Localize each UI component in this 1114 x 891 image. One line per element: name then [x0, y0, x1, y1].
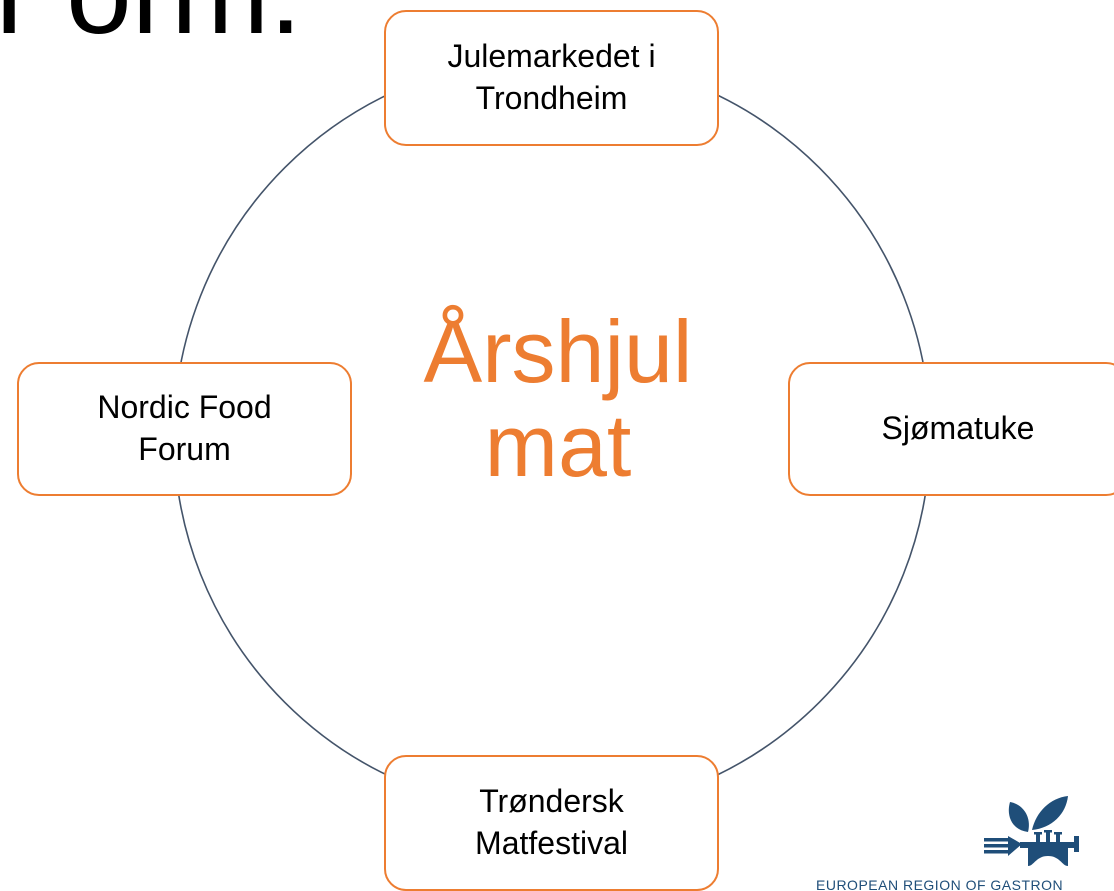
node-label: Nordic Food Forum: [97, 389, 272, 467]
node-label: Julemarkedet i Trondheim: [447, 38, 656, 116]
node-label: Trøndersk Matfestival: [475, 783, 628, 861]
logo-caption: EUROPEAN REGION OF GASTRON: [816, 877, 1064, 891]
node-sjomatuke[interactable]: Sjømatuke: [788, 362, 1114, 496]
node-nordic-food-forum[interactable]: Nordic Food Forum: [17, 362, 352, 496]
center-title: Årshjul mat: [423, 302, 693, 496]
node-label: Sjømatuke: [881, 410, 1035, 447]
cut-off-heading: Form.: [0, 0, 302, 52]
node-trondersk-matfestival[interactable]: Trøndersk Matfestival: [384, 755, 719, 891]
node-julemarkedet[interactable]: Julemarkedet i Trondheim: [384, 10, 719, 146]
leaf-fork-bridge-logo-icon: [984, 796, 1079, 866]
